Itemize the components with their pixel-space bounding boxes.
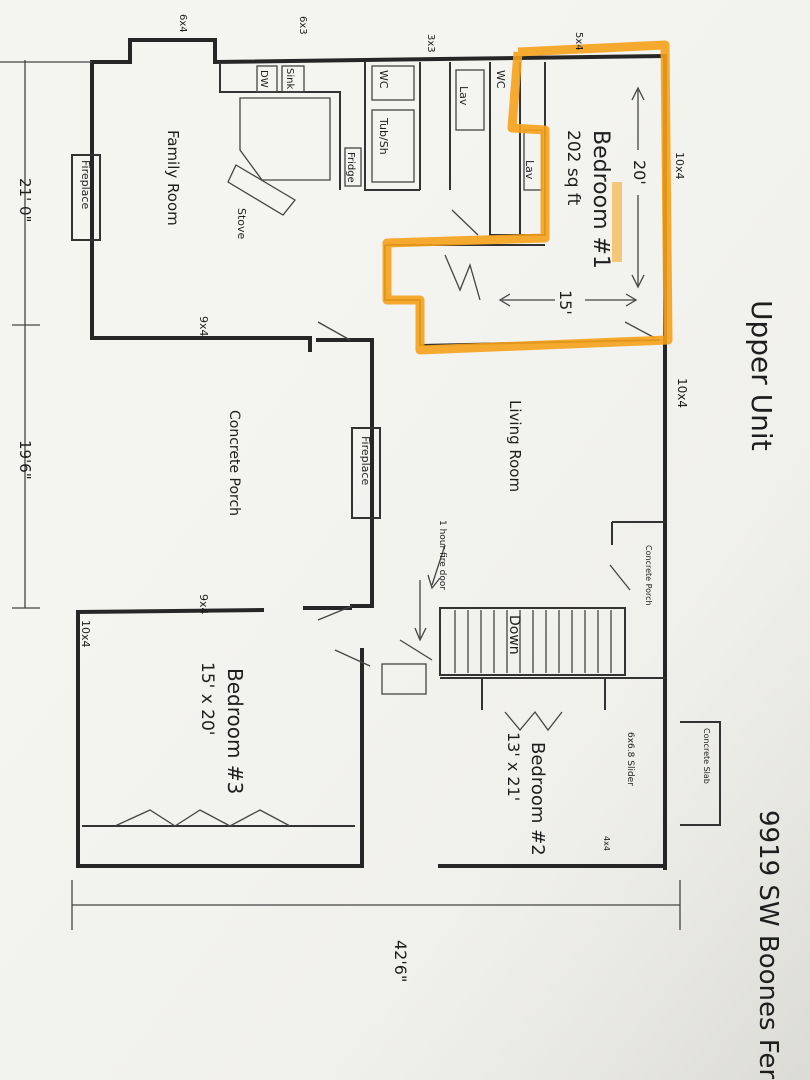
concrete-porch-small-name: Concrete Porch bbox=[644, 545, 653, 606]
bedroom1-name: Bedroom #1 bbox=[588, 130, 613, 269]
wc1-box bbox=[371, 65, 415, 101]
window-w6: 9x4 bbox=[197, 316, 210, 337]
door-swings bbox=[114, 209, 656, 827]
lav2-label: Lav bbox=[523, 160, 536, 180]
bedroom1-arrows bbox=[498, 86, 645, 307]
window-w7: 10x4 bbox=[675, 378, 689, 408]
fireplace1-box bbox=[71, 154, 101, 241]
window-w2: 6x3 bbox=[297, 16, 308, 35]
wc2-label: WC bbox=[494, 70, 507, 89]
fridge-label: Fridge bbox=[345, 152, 356, 183]
kitchen-island bbox=[239, 97, 331, 181]
sink-label: Sink bbox=[284, 68, 295, 89]
tub-box bbox=[371, 109, 415, 183]
address: 9919 SW Boones Ferry bbox=[753, 810, 783, 1080]
bedroom2-size: 13' x 21' bbox=[504, 732, 523, 801]
fireplace1-label: Fireplace bbox=[79, 160, 92, 209]
bedroom1-label-highlight bbox=[612, 182, 622, 262]
window-w11: 4x4 bbox=[602, 836, 611, 851]
fireplace2-box bbox=[351, 427, 381, 519]
window-w10: 6x6.8 Slider bbox=[625, 732, 635, 786]
concrete-slab-name: Concrete Slab bbox=[702, 728, 711, 784]
family-room-name: Family Room bbox=[164, 130, 182, 226]
tub-label: Tub/Sh bbox=[377, 117, 390, 155]
fireplace2-label: Fireplace bbox=[359, 436, 372, 485]
stove-label: Stove bbox=[235, 208, 248, 240]
concrete-porch-name: Concrete Porch bbox=[226, 410, 242, 516]
dimension-lines bbox=[0, 60, 681, 930]
bedroom1-width: 15' bbox=[556, 290, 575, 315]
living-room-name: Living Room bbox=[506, 400, 524, 492]
bedroom3-name: Bedroom #3 bbox=[223, 668, 247, 794]
dw-box bbox=[256, 65, 278, 93]
fire-door-arrow bbox=[414, 544, 446, 642]
window-w5: 10x4 bbox=[673, 152, 686, 180]
window-w1: 6x4 bbox=[177, 14, 188, 33]
wc1-label: WC bbox=[377, 70, 390, 89]
bedroom1-length: 20' bbox=[630, 160, 649, 185]
dim-overall: 42'6" bbox=[391, 940, 410, 982]
stove-outline bbox=[227, 164, 296, 216]
dim-left-lower: 19'6" bbox=[16, 440, 34, 480]
lav1-label: Lav bbox=[457, 86, 470, 106]
window-w8: 9x4 bbox=[197, 594, 210, 615]
title: Upper Unit bbox=[745, 300, 778, 451]
fridge-box bbox=[344, 147, 362, 187]
landing-box bbox=[381, 663, 427, 695]
window-w4: 5x4 bbox=[573, 32, 584, 51]
sink-box bbox=[281, 65, 305, 93]
bedroom1-highlight bbox=[382, 40, 673, 355]
fire-door-label: 1 hour fire door bbox=[437, 520, 447, 590]
bedroom2-name: Bedroom #2 bbox=[527, 742, 548, 856]
dw-label: DW bbox=[258, 70, 269, 88]
window-w3: 3x3 bbox=[425, 34, 436, 53]
bedroom1-area: 202 sq ft bbox=[563, 130, 583, 206]
bedroom3-size: 15' x 20' bbox=[197, 662, 217, 735]
dim-left-upper: 21' 0" bbox=[16, 178, 34, 222]
lav1-box bbox=[455, 69, 485, 131]
stair-treads bbox=[454, 610, 612, 673]
window-w9: 10x4 bbox=[79, 620, 92, 648]
stairs-down-label: Down bbox=[506, 615, 522, 655]
